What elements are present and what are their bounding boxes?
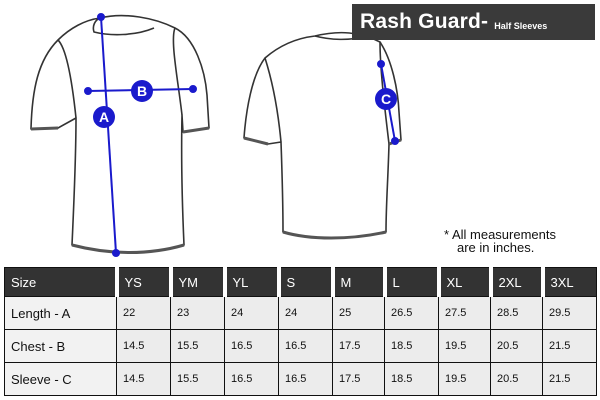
table-cell: 16.5 — [278, 329, 333, 363]
table-cell: 19.5 — [438, 362, 491, 396]
header-s: S — [278, 267, 335, 297]
row-label: Length - A — [4, 296, 117, 330]
chest-endpoint-right — [189, 85, 197, 93]
table-cell: 16.5 — [224, 362, 279, 396]
table-row: Sleeve - C 14.5 15.5 16.5 16.5 17.5 18.5… — [4, 362, 597, 396]
front-shirt-drawing — [30, 14, 210, 254]
title-banner: Rash Guard- Half Sleeves — [352, 4, 595, 40]
measurement-lines — [84, 13, 399, 257]
table-row: Chest - B 14.5 15.5 16.5 16.5 17.5 18.5 … — [4, 329, 597, 363]
header-m: M — [332, 267, 387, 297]
marker-b-label: B — [137, 83, 147, 99]
table-cell: 24 — [224, 296, 279, 330]
page-title: Rash Guard- — [360, 10, 489, 33]
marker-c: C — [375, 88, 397, 110]
table-cell: 16.5 — [224, 329, 279, 363]
table-cell: 20.5 — [490, 362, 543, 396]
header-yl: YL — [224, 267, 281, 297]
length-endpoint-bottom — [112, 249, 120, 257]
table-cell: 28.5 — [490, 296, 543, 330]
length-measure-line — [100, 16, 117, 254]
chest-endpoint-left — [84, 87, 92, 95]
marker-b: B — [131, 80, 153, 102]
table-cell: 26.5 — [384, 296, 439, 330]
table-header-row: Size YS YM YL S M L XL 2XL 3XL — [4, 267, 597, 297]
note-line-2: are in inches. — [457, 240, 535, 255]
table-cell: 22 — [116, 296, 171, 330]
sleeve-endpoint-bottom — [391, 137, 399, 145]
table-cell: 15.5 — [170, 329, 225, 363]
table-cell: 18.5 — [384, 362, 439, 396]
sleeve-endpoint-top — [377, 60, 385, 68]
table-cell: 14.5 — [116, 362, 171, 396]
table-cell: 16.5 — [278, 362, 333, 396]
table-cell: 14.5 — [116, 329, 171, 363]
table-cell: 20.5 — [490, 329, 543, 363]
table-cell: 21.5 — [542, 329, 597, 363]
page-subtitle: Half Sleeves — [494, 20, 548, 31]
table-cell: 23 — [170, 296, 225, 330]
marker-a: A — [93, 106, 115, 128]
header-3xl: 3XL — [542, 267, 597, 297]
header-ym: YM — [170, 267, 227, 297]
shirt-illustration: A B C — [30, 13, 402, 257]
table-cell: 17.5 — [332, 329, 385, 363]
row-label: Chest - B — [4, 329, 117, 363]
header-size: Size — [4, 267, 119, 297]
measurement-note: * All measurements are in inches. — [444, 228, 594, 254]
table-cell: 19.5 — [438, 329, 491, 363]
table-cell: 25 — [332, 296, 385, 330]
header-2xl: 2XL — [490, 267, 545, 297]
header-ys: YS — [116, 267, 173, 297]
header-xl: XL — [438, 267, 493, 297]
table-row: Length - A 22 23 24 24 25 26.5 27.5 28.5… — [4, 296, 597, 330]
row-label: Sleeve - C — [4, 362, 117, 396]
table-cell: 18.5 — [384, 329, 439, 363]
size-chart-table: Size YS YM YL S M L XL 2XL 3XL Length - … — [4, 267, 597, 396]
table-cell: 21.5 — [542, 362, 597, 396]
table-cell: 17.5 — [332, 362, 385, 396]
note-line-1: * All measurements — [444, 227, 556, 242]
length-endpoint-top — [97, 13, 105, 21]
table-cell: 15.5 — [170, 362, 225, 396]
marker-a-label: A — [99, 109, 109, 125]
table-cell: 27.5 — [438, 296, 491, 330]
table-cell: 29.5 — [542, 296, 597, 330]
marker-c-label: C — [381, 91, 391, 107]
table-cell: 24 — [278, 296, 333, 330]
header-l: L — [384, 267, 441, 297]
